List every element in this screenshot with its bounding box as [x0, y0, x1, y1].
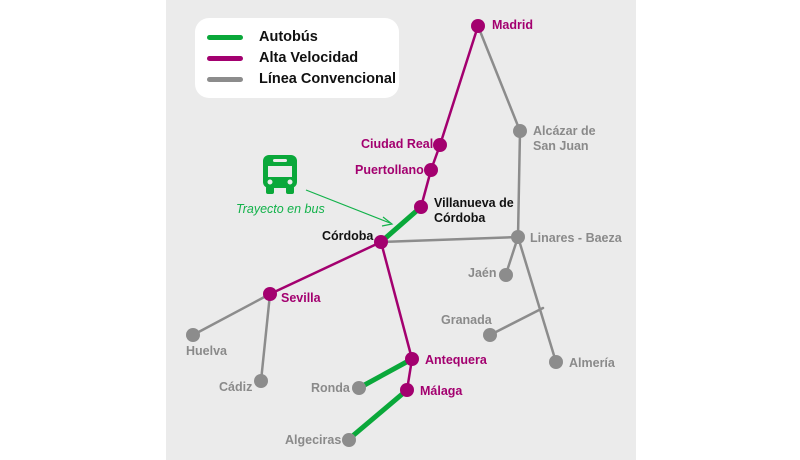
label-antequera: Antequera [425, 353, 487, 367]
label-puertollano: Puertollano [355, 163, 424, 177]
legend-label: Autobús [259, 29, 318, 45]
label-malaga: Málaga [420, 384, 463, 398]
station-ciudadreal[interactable] [433, 138, 447, 152]
route-alcazar-linares [516, 129, 522, 239]
bus-annotation-caption: Trayecto en bus [236, 202, 325, 216]
label-jaen: Jaén [468, 266, 497, 280]
legend: Autobús Alta Velocidad Línea Convenciona… [195, 18, 399, 98]
label-villanueva-line1: Villanueva de [434, 196, 514, 210]
label-sevilla: Sevilla [281, 291, 321, 305]
route-sevilla-huelva [191, 292, 272, 337]
station-cadiz[interactable] [254, 374, 268, 388]
station-antequera[interactable] [405, 352, 419, 366]
station-puertollano[interactable] [424, 163, 438, 177]
label-huelva: Huelva [186, 344, 227, 358]
label-villanueva-line2: Córdoba [434, 211, 486, 225]
label-algeciras: Algeciras [285, 433, 342, 447]
station-villanueva[interactable] [414, 200, 428, 214]
label-granada: Granada [441, 313, 492, 327]
bus-route-antequera-ronda [356, 356, 415, 391]
legend-label: Alta Velocidad [259, 50, 359, 66]
high-speed-line-swatch [207, 55, 243, 61]
route-granada-junction [488, 306, 545, 337]
route-cordoba-antequera [379, 240, 414, 361]
bus-icon [263, 155, 297, 194]
legend-item-conventional: Línea Convencional [207, 69, 396, 89]
route-cordoba-linares [379, 235, 520, 244]
legend-label: Línea Convencional [259, 71, 396, 87]
label-linares: Linares - Baeza [530, 231, 622, 245]
station-huelva[interactable] [186, 328, 200, 342]
route-madrid-alcazar [476, 24, 522, 133]
station-cordoba[interactable] [374, 235, 388, 249]
label-ronda: Ronda [311, 381, 350, 395]
conventional-line-swatch [207, 76, 243, 82]
station-almeria[interactable] [549, 355, 563, 369]
legend-item-bus: Autobús [207, 27, 318, 47]
route-madrid-ciudadreal [438, 24, 480, 147]
station-malaga[interactable] [400, 383, 414, 397]
bus-route-villanueva-cordoba [378, 204, 424, 245]
station-linares[interactable] [511, 230, 525, 244]
station-alcazar[interactable] [513, 124, 527, 138]
label-alcazar-line2: San Juan [533, 139, 589, 153]
arrowhead-icon [381, 216, 394, 227]
station-ronda[interactable] [352, 381, 366, 395]
label-cordoba: Córdoba [322, 229, 374, 243]
bus-route-malaga-algeciras [346, 387, 410, 442]
label-madrid: Madrid [492, 18, 533, 32]
route-cordoba-sevilla [268, 240, 383, 296]
station-madrid[interactable] [471, 19, 485, 33]
label-cadiz: Cádiz [219, 380, 253, 394]
route-linares-almeria [516, 235, 558, 364]
station-algeciras[interactable] [342, 433, 356, 447]
label-ciudadreal: Ciudad Real [361, 137, 434, 151]
station-granada[interactable] [483, 328, 497, 342]
legend-item-high-speed: Alta Velocidad [207, 48, 358, 68]
label-alcazar-line1: Alcázar de [533, 124, 596, 138]
bus-line-swatch [207, 34, 243, 40]
station-sevilla[interactable] [263, 287, 277, 301]
station-jaen[interactable] [499, 268, 513, 282]
route-sevilla-cadiz [259, 292, 272, 383]
bus-annotation-arrow [305, 189, 391, 224]
label-almeria: Almería [569, 356, 615, 370]
